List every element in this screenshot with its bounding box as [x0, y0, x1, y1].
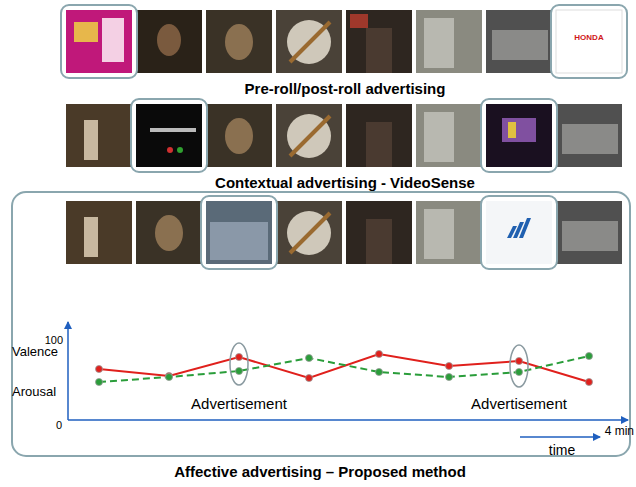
axis-label: 4 min	[605, 425, 634, 439]
valence-line	[99, 356, 589, 382]
series-label: Valence	[12, 345, 58, 360]
frame-row	[66, 10, 622, 73]
x-axis	[68, 419, 628, 421]
caption: Pre-roll/post-roll advertising	[245, 80, 446, 97]
caption: Contextual advertising - VideoSense	[215, 174, 475, 191]
valence-points	[96, 353, 593, 386]
highlight	[481, 99, 557, 172]
series-label: Arousal	[12, 385, 56, 400]
axis-tick: 0	[56, 419, 62, 432]
highlight	[61, 5, 137, 78]
arousal-line	[99, 354, 589, 382]
frame-row	[66, 104, 622, 167]
caption: Affective advertising – Proposed method	[174, 463, 466, 480]
ad-marker	[230, 343, 248, 385]
axis-label: time	[549, 442, 575, 458]
annotation: Advertisement	[191, 395, 287, 412]
arousal-points	[96, 351, 593, 386]
highlight	[131, 99, 207, 172]
highlight	[201, 196, 277, 269]
highlight	[551, 5, 627, 78]
time-arrow	[520, 436, 600, 438]
annotation: Advertisement	[471, 395, 567, 412]
highlight	[481, 196, 557, 269]
frame-row	[66, 201, 622, 264]
y-axis	[67, 322, 69, 420]
ad-marker	[510, 345, 528, 387]
method-panel	[12, 192, 630, 456]
logo-text: HONDA	[574, 33, 603, 42]
